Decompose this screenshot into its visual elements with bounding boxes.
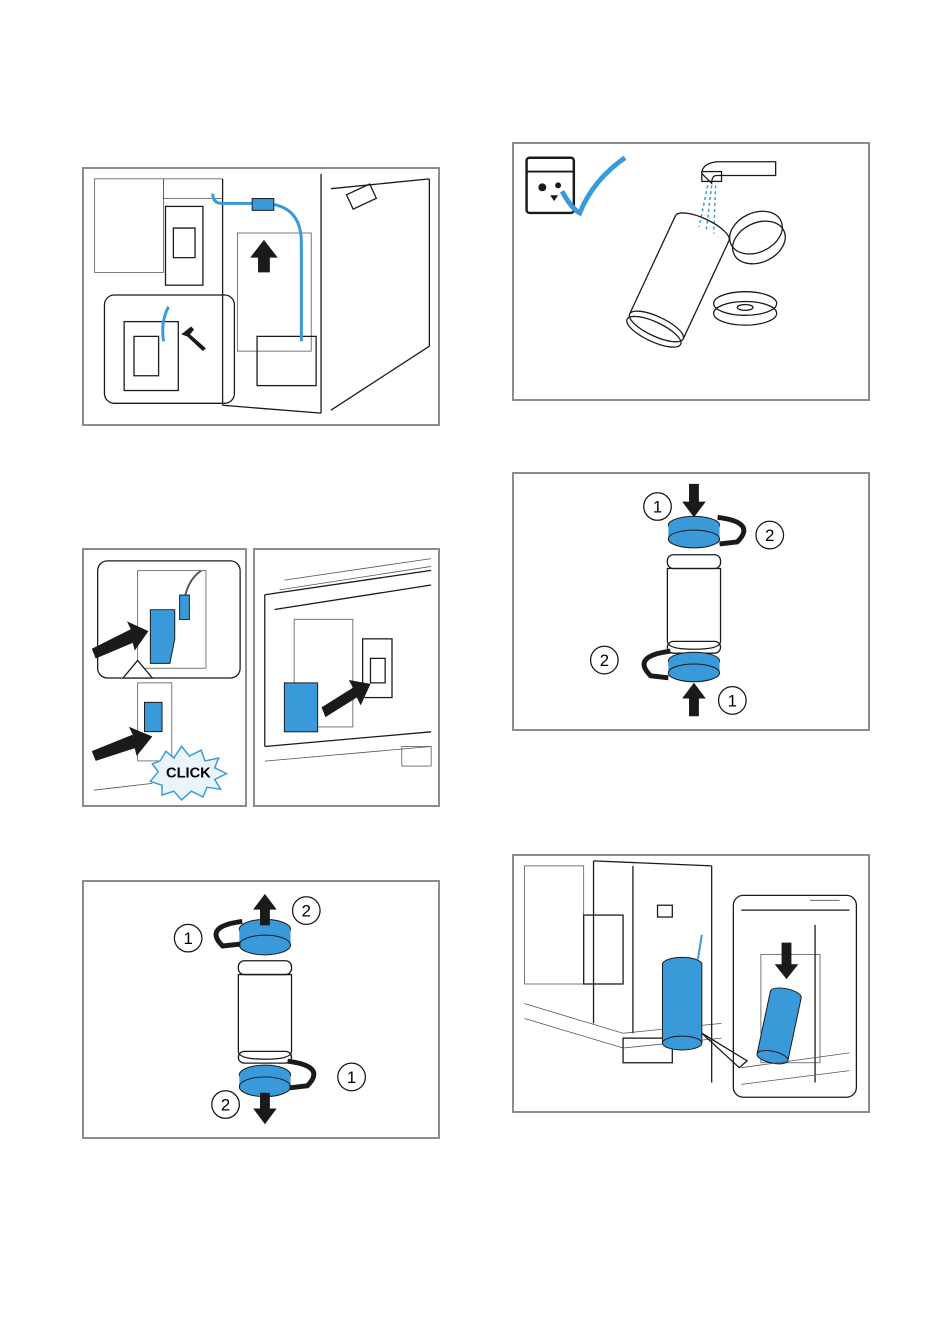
hose — [213, 194, 302, 342]
cap-upper — [723, 203, 790, 262]
click-badge-text: CLICK — [166, 766, 211, 782]
svg-text:2: 2 — [302, 901, 311, 920]
insert-container-illustration — [514, 856, 868, 1111]
insert-filter-illustration — [255, 550, 438, 805]
arrow-down-icon — [253, 1093, 277, 1125]
clip-connector-illustration: CLICK — [84, 550, 245, 805]
twist-caps-remove-illustration: 1 2 1 2 — [84, 882, 438, 1137]
twist-arrow-icon — [288, 1061, 314, 1088]
arrow-down-icon — [775, 943, 799, 979]
cap-lower — [714, 292, 777, 316]
figure-insert-container — [512, 854, 870, 1113]
twist-arrow-icon — [216, 921, 242, 946]
pointer-arrow-icon — [181, 327, 206, 352]
svg-text:2: 2 — [765, 526, 774, 545]
svg-text:1: 1 — [728, 691, 737, 710]
figure-twist-caps-remove: 1 2 1 2 — [82, 880, 440, 1139]
dishwasher-safe-icon — [527, 158, 574, 213]
hose-routing-illustration — [84, 169, 438, 424]
arrow-insert-icon — [322, 680, 371, 717]
figure-hose-routing — [82, 167, 440, 426]
figure-insert-caps: 1 2 2 1 — [512, 472, 870, 731]
twist-arrow-icon — [644, 651, 670, 678]
figure-clip-connector: CLICK — [82, 548, 247, 807]
svg-text:1: 1 — [347, 1068, 356, 1087]
arrow-push-lower-icon — [92, 727, 152, 761]
twist-arrow-icon — [718, 517, 744, 544]
figure-clean-container — [512, 142, 870, 401]
svg-text:1: 1 — [653, 497, 662, 516]
insert-caps-illustration: 1 2 2 1 — [514, 474, 868, 729]
arrow-down-icon — [682, 484, 706, 517]
figure-insert-filter — [253, 548, 440, 807]
clean-container-illustration — [514, 144, 868, 399]
svg-text:1: 1 — [183, 929, 192, 948]
arrow-up-icon — [682, 683, 706, 716]
tap-icon — [702, 162, 776, 184]
svg-text:2: 2 — [600, 651, 609, 670]
svg-text:2: 2 — [221, 1095, 230, 1114]
arrow-push-icon — [92, 621, 149, 658]
arrow-up-icon — [250, 240, 278, 272]
